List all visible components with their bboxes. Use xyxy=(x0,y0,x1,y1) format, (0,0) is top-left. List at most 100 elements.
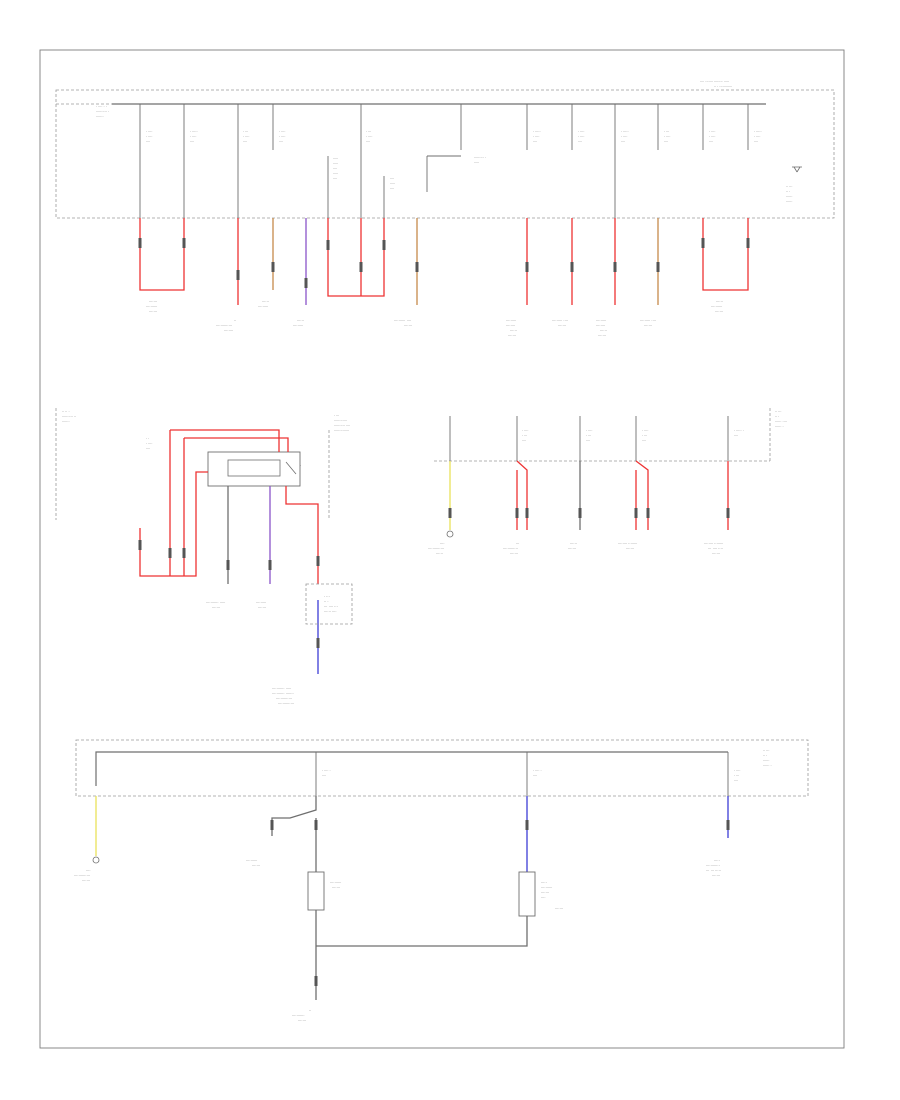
svg-text:··········: ·········· xyxy=(330,881,341,885)
svg-text:· ···: · ··· xyxy=(366,130,371,134)
svg-text:·· ·: ·· · xyxy=(775,415,779,419)
svg-text:··············: ·············· xyxy=(428,547,444,551)
svg-text:······: ······ xyxy=(600,329,607,333)
svg-text:·······: ······· xyxy=(541,891,549,895)
svg-text:·······: ······· xyxy=(626,547,634,551)
svg-text:·········· ·: ·········· · xyxy=(96,110,109,114)
svg-text:· ····· ·: · ····· · xyxy=(734,429,744,433)
svg-text:·· ·: ·· · xyxy=(324,600,329,604)
svg-text:· ···: · ··· xyxy=(664,130,669,134)
splice-box-left xyxy=(305,583,353,625)
svg-text:· ····: · ···· xyxy=(146,130,152,134)
relay-block: ·· ·· ··········· ········· · ·· ·······… xyxy=(55,408,353,706)
svg-text:· ····: · ···· xyxy=(578,135,584,139)
component-box-b xyxy=(518,871,536,917)
svg-text:············: ············ xyxy=(706,864,720,868)
svg-text:· ····: · ···· xyxy=(146,442,152,446)
svg-text:····: ···· xyxy=(333,177,337,181)
svg-text:·······: ······· xyxy=(252,864,260,868)
svg-text:· ····: · ···· xyxy=(664,135,670,139)
svg-text:····: ···· xyxy=(541,896,546,900)
svg-text:·· ·· ·: ·· ·· · xyxy=(62,410,70,414)
top-wires xyxy=(139,218,749,305)
svg-text:· ···· · ·: · ···· · · xyxy=(96,105,107,109)
svg-text:·····: ····· xyxy=(333,162,338,166)
svg-text:·· ···: ·· ··· xyxy=(763,749,769,753)
svg-text:· ···: · ··· xyxy=(642,434,647,438)
svg-text:· ····: · ···· xyxy=(621,135,627,139)
svg-text:···········: ··········· xyxy=(292,1014,305,1018)
svg-text:· ···: · ··· xyxy=(334,414,339,418)
top-box-fuse-labels: · ···· · · ·········· · ······· · ····· … xyxy=(96,80,792,204)
svg-text:··· ··· ·····: ··· ··· ····· xyxy=(706,869,721,873)
svg-text:··········: ·········· xyxy=(146,305,157,309)
svg-text:······ ·: ······ · xyxy=(763,764,772,768)
svg-text:····: ···· xyxy=(279,140,283,144)
component-box-a xyxy=(307,871,325,911)
svg-text:· ···: · ··· xyxy=(522,434,527,438)
svg-text:··············: ·············· xyxy=(74,874,90,878)
svg-text:····: ···· xyxy=(333,167,337,171)
svg-text:· ···: · ··· xyxy=(734,774,739,778)
svg-text:··: ·· xyxy=(309,1009,311,1013)
svg-text:····: ···· xyxy=(522,439,526,443)
svg-text:·· ···: ·· ··· xyxy=(775,410,781,414)
bottom-system-labels: ························· ··············… xyxy=(74,859,721,1023)
svg-text:······: ······ xyxy=(763,759,769,763)
bottom-fuse-box: · ···· ····· · ···· ····· · ····· ······… xyxy=(74,739,809,1023)
svg-text:··········· ·····: ··········· ····· xyxy=(272,687,291,691)
svg-text:·········· ····: ·········· ···· xyxy=(334,424,350,428)
svg-text:······: ······ xyxy=(436,552,443,556)
svg-text:· ·····: · ····· xyxy=(621,130,629,134)
svg-text:·········: ········· xyxy=(256,601,266,605)
svg-text:· ····: · ···· xyxy=(642,429,648,433)
svg-text:····: ···· xyxy=(533,774,537,778)
svg-text:· ·····: · ····· xyxy=(190,130,198,134)
svg-text:· ···: · ··· xyxy=(243,130,248,134)
relay-connectors xyxy=(138,540,320,648)
svg-text:· ····: · ···· xyxy=(190,135,196,139)
top-fuse-box: · ···· · · ·········· · ······· · ····· … xyxy=(55,80,835,338)
svg-text:···· ······· ········ ·····: ···· ······· ········ ····· xyxy=(700,80,729,84)
svg-text:········· ····: ········· ···· xyxy=(640,319,656,323)
svg-text:· ···· ·: · ···· · xyxy=(322,769,331,773)
mid-fuse-strip: · ····· ······· · ····· ······· · ····· … xyxy=(428,408,787,556)
svg-text:·······: ······· xyxy=(212,606,220,610)
svg-text:···: ··· xyxy=(516,542,519,546)
svg-text:··············: ·············· xyxy=(276,697,292,701)
mid-fuse-drops xyxy=(449,416,729,461)
svg-text:· ···: · ··· xyxy=(586,434,591,438)
relay-coil xyxy=(227,459,281,477)
svg-text:··········: ·········· xyxy=(541,886,552,890)
svg-text:· ····: · ···· xyxy=(279,135,285,139)
svg-text:·······: ······· xyxy=(298,1019,306,1023)
svg-text:········· ·: ········· · xyxy=(474,156,486,160)
svg-text:·····: ····· xyxy=(333,172,338,176)
ground-symbol-top xyxy=(792,166,802,173)
svg-text:····: ···· xyxy=(578,140,582,144)
svg-text:·······: ······· xyxy=(715,310,723,314)
svg-text:·······: ······· xyxy=(712,874,720,878)
bottom-wires xyxy=(95,796,729,1000)
svg-text:····: ···· xyxy=(586,439,590,443)
svg-text:· ·····: · ····· xyxy=(533,130,541,134)
svg-text:····: ···· xyxy=(322,774,326,778)
svg-text:·········: ········· xyxy=(258,305,268,309)
svg-text:· ····: · ···· xyxy=(146,135,152,139)
svg-text:·······: ······· xyxy=(558,324,566,328)
svg-text:· ····: · ···· xyxy=(243,135,249,139)
svg-text:····: ···· xyxy=(366,140,370,144)
svg-text:·····: ····· xyxy=(390,182,395,186)
svg-text:······: ······ xyxy=(786,195,792,199)
svg-text:· ···· ·: · ···· · xyxy=(533,769,542,773)
svg-text:·······: ······· xyxy=(332,886,340,890)
svg-text:····: ···· xyxy=(146,140,150,144)
svg-text:·····: ····· xyxy=(714,859,720,863)
svg-text:·· ·: ·· · xyxy=(786,190,790,194)
svg-text:········· ····: ········· ···· xyxy=(552,319,568,323)
svg-text:·····: ····· xyxy=(333,157,338,161)
relay-system-labels: ··········· ············ ···············… xyxy=(206,595,338,706)
svg-text:· ····: · ···· xyxy=(578,130,584,134)
svg-text:······ ····: ······ ···· xyxy=(324,610,337,614)
